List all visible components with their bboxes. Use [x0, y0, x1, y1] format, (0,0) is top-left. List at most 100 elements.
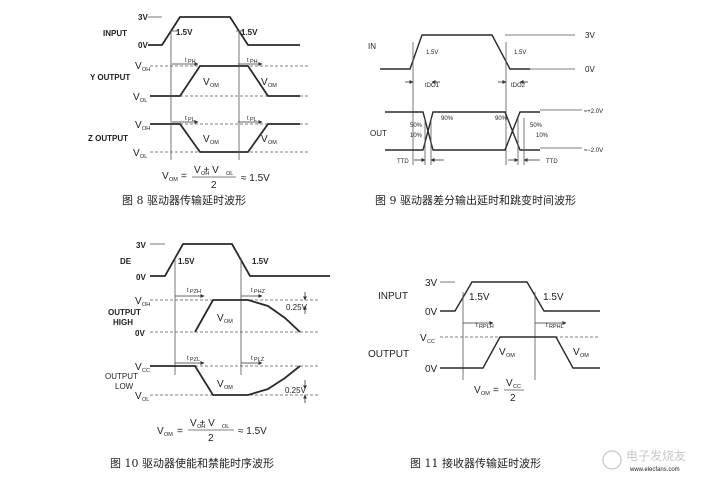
svg-text:OL: OL: [226, 171, 233, 177]
fig8-input-wave: [148, 16, 300, 46]
fig10-caption: 图 10 驱动器使能和禁能时序波形: [110, 456, 274, 470]
svg-text:OM: OM: [268, 83, 277, 89]
svg-text:t: t: [251, 288, 253, 294]
svg-text:1.5V: 1.5V: [514, 50, 526, 56]
figure-9: IN 3V 0V 1.5V 1.5V tDO1 tDO2 OUT ≈+2.0V …: [368, 31, 603, 207]
fig8-0v-label: 0V: [138, 41, 148, 50]
svg-text:OUTPUT: OUTPUT: [108, 308, 141, 317]
svg-text:PL: PL: [188, 117, 195, 123]
svg-text:OL: OL: [140, 154, 147, 160]
svg-text:OM: OM: [164, 432, 173, 438]
svg-text:t: t: [546, 323, 548, 329]
fig11-input-wave: [440, 281, 600, 312]
watermark: 电子发烧友 www.elecfans.com: [602, 448, 686, 473]
fig8-3v-label: 3V: [138, 13, 148, 22]
svg-text:V: V: [135, 61, 142, 72]
svg-text:t: t: [247, 116, 249, 122]
svg-text:OH: OH: [197, 424, 205, 430]
fig8-youtput-wave: [150, 65, 300, 97]
fig8-caption: 图 8 驱动器传输延时波形: [122, 193, 246, 207]
svg-text:OM: OM: [169, 177, 178, 183]
svg-text:OM: OM: [481, 391, 490, 397]
fig11-output-label: OUTPUT: [368, 349, 409, 360]
svg-text:=: =: [177, 426, 183, 437]
svg-text:V: V: [474, 385, 481, 396]
svg-text:1.5V: 1.5V: [543, 292, 564, 303]
svg-text:0V: 0V: [136, 273, 146, 282]
svg-text:0V: 0V: [425, 307, 438, 318]
svg-text:OM: OM: [268, 140, 277, 146]
svg-text:V: V: [157, 426, 164, 437]
svg-text:≈−2.0V: ≈−2.0V: [584, 148, 603, 154]
fig8-1.5v-a: 1.5V: [176, 28, 193, 37]
svg-text:90%: 90%: [495, 116, 508, 122]
fig8-input-label: INPUT: [103, 29, 127, 38]
svg-text:PZH: PZH: [190, 289, 201, 295]
svg-text:50%: 50%: [410, 123, 423, 129]
svg-text:OH: OH: [201, 171, 209, 177]
svg-text:0V: 0V: [425, 364, 438, 375]
svg-text:t: t: [476, 323, 478, 329]
fig9-out-label: OUT: [370, 129, 387, 138]
svg-text:3V: 3V: [425, 278, 438, 289]
svg-text:OM: OM: [580, 353, 589, 359]
svg-text:t: t: [251, 356, 253, 362]
svg-text:www.elecfans.com: www.elecfans.com: [629, 467, 680, 473]
svg-text:≈ 1.5V: ≈ 1.5V: [241, 173, 270, 184]
svg-text:V: V: [261, 77, 268, 88]
svg-text:0V: 0V: [135, 329, 145, 338]
svg-text:≈ 1.5V: ≈ 1.5V: [238, 426, 267, 437]
svg-text:V: V: [203, 77, 210, 88]
fig8-zoutput-label: Z OUTPUT: [88, 134, 128, 143]
svg-text:≈+2.0V: ≈+2.0V: [584, 109, 603, 115]
svg-text:=: =: [493, 385, 499, 396]
svg-text:V: V: [261, 134, 268, 145]
svg-text:=: =: [181, 171, 187, 182]
svg-text:PLZ: PLZ: [254, 357, 265, 363]
svg-text:TTD: TTD: [546, 159, 558, 165]
svg-text:1.5V: 1.5V: [252, 257, 269, 266]
svg-text:V: V: [135, 296, 142, 307]
fig9-out-wave: [385, 111, 540, 151]
svg-text:2: 2: [510, 393, 516, 404]
svg-text:LOW: LOW: [115, 382, 134, 391]
svg-text:t: t: [185, 116, 187, 122]
svg-text:电子发烧友: 电子发烧友: [626, 448, 686, 463]
svg-text:V: V: [573, 347, 580, 358]
svg-text:0.25V: 0.25V: [286, 303, 308, 312]
svg-text:RPHL: RPHL: [549, 324, 564, 330]
svg-text:V + V: V + V: [194, 165, 219, 176]
fig11-caption: 图 11 接收器传输延时波形: [410, 456, 541, 470]
fig9-in-label: IN: [368, 42, 376, 51]
fig8-youtput-label: Y OUTPUT: [90, 73, 130, 82]
fig9-in-wave: [380, 34, 530, 70]
watermark-logo-icon: [602, 450, 622, 470]
svg-text:V: V: [499, 347, 506, 358]
svg-text:V: V: [420, 333, 427, 344]
svg-text:V: V: [135, 391, 142, 402]
svg-text:PZL: PZL: [190, 357, 200, 363]
svg-text:V: V: [217, 379, 224, 390]
svg-text:V: V: [217, 313, 224, 324]
svg-text:2: 2: [211, 180, 217, 191]
svg-text:OM: OM: [224, 319, 233, 325]
fig8-zoutput-wave: [150, 123, 300, 153]
svg-text:3V: 3V: [136, 241, 146, 250]
svg-text:PL: PL: [250, 117, 257, 123]
svg-text:t: t: [187, 288, 189, 294]
svg-text:10%: 10%: [536, 133, 549, 139]
svg-text:OH: OH: [142, 67, 150, 73]
svg-text:3V: 3V: [585, 31, 595, 40]
svg-text:OUTPUT: OUTPUT: [105, 372, 138, 381]
svg-text:1.5V: 1.5V: [426, 50, 438, 56]
svg-text:PHZ: PHZ: [254, 289, 266, 295]
svg-text:OL: OL: [222, 424, 229, 430]
svg-text:CC: CC: [513, 384, 521, 390]
svg-text:OH: OH: [142, 126, 150, 132]
svg-text:V + V: V + V: [190, 418, 215, 429]
svg-text:HIGH: HIGH: [113, 318, 133, 327]
fig9-out-wave-inv: [385, 111, 540, 151]
fig10-de-label: DE: [120, 257, 132, 266]
svg-text:1.5V: 1.5V: [178, 257, 195, 266]
